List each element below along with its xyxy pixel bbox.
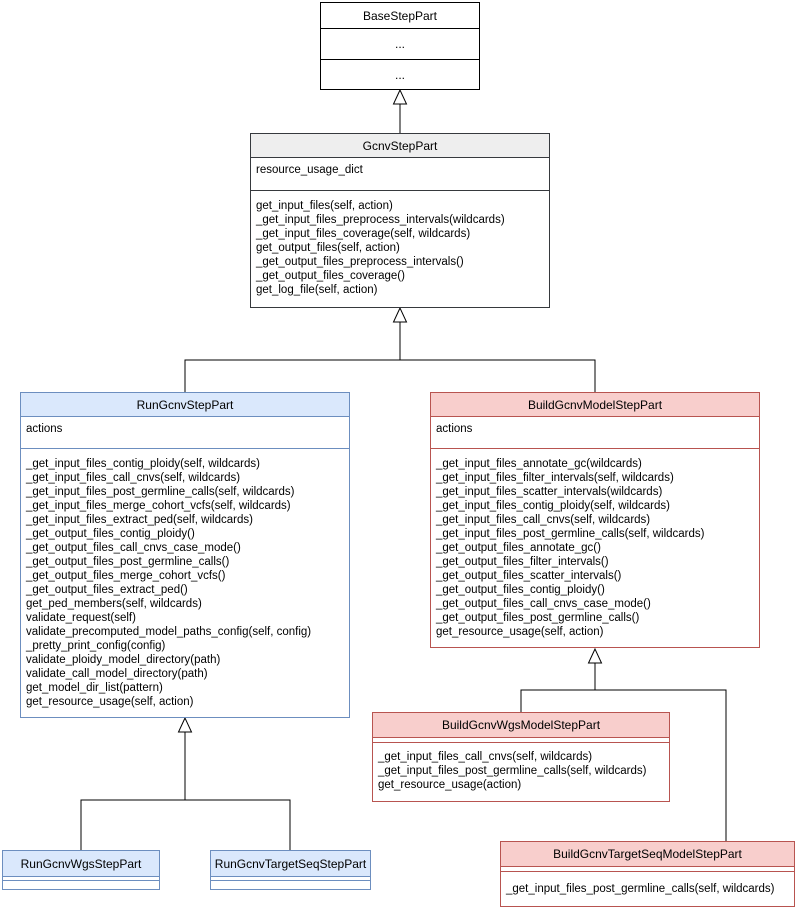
- attribute-item: resource_usage_dict: [256, 164, 363, 176]
- class-title: BaseStepPart: [362, 8, 438, 23]
- class-run-gcnv-step-part: RunGcnvStepPart actions _get_input_files…: [20, 392, 350, 718]
- method-item: _get_output_files_contig_ploidy(): [26, 528, 195, 540]
- method-item: _get_input_files_scatter_intervals(wildc…: [436, 486, 663, 498]
- method-item: _get_input_files_annotate_gc(wildcards): [436, 458, 642, 470]
- class-title: BuildGcnvModelStepPart: [431, 393, 759, 416]
- method-item: validate_precomputed_model_paths_config(…: [26, 626, 312, 638]
- method-item: _get_input_files_merge_cohort_vcfs(self,…: [26, 500, 291, 512]
- attributes-compartment: [211, 876, 370, 880]
- method-item: _get_input_files_post_germline_calls(sel…: [436, 528, 705, 540]
- methods-compartment: _get_input_files_post_germline_calls(sel…: [501, 871, 794, 906]
- class-title: RunGcnvStepPart: [21, 393, 349, 416]
- method-item: _get_input_files_post_germline_calls(sel…: [26, 486, 295, 498]
- methods-compartment: _get_input_files_contig_ploidy(self, wil…: [21, 448, 349, 717]
- method-item: _get_input_files_call_cnvs(self, wildcar…: [26, 472, 241, 484]
- method-item: get_resource_usage(self, action): [26, 696, 194, 708]
- attribute-item: actions: [436, 423, 473, 435]
- method-item: _get_input_files_extract_ped(self, wildc…: [26, 514, 253, 526]
- attributes-compartment: [501, 866, 794, 871]
- method-item: _get_input_files_filter_intervals(self, …: [436, 472, 674, 484]
- method-item: _get_output_files_preprocess_intervals(): [256, 256, 464, 268]
- method-item: _get_input_files_preprocess_intervals(wi…: [256, 214, 505, 226]
- class-build-gcnv-target-seq-model-step-part: BuildGcnvTargetSeqModelStepPart _get_inp…: [500, 841, 795, 907]
- method-item: get_resource_usage(action): [378, 779, 522, 791]
- method-item: _get_input_files_coverage(self, wildcard…: [256, 228, 471, 240]
- method-item: _get_input_files_post_germline_calls(sel…: [378, 765, 647, 777]
- method-item: _get_output_files_extract_ped(): [26, 584, 188, 596]
- method-item: get_resource_usage(self, action): [436, 626, 604, 638]
- class-run-gcnv-target-seq-step-part: RunGcnvTargetSeqStepPart: [210, 850, 371, 890]
- method-item: validate_ploidy_model_directory(path): [26, 654, 221, 666]
- method-item: _get_output_files_annotate_gc(): [436, 542, 601, 554]
- attributes-compartment: resource_usage_dict: [251, 157, 549, 190]
- methods-compartment: [211, 880, 370, 889]
- class-title: RunGcnvWgsStepPart: [3, 851, 159, 876]
- methods-compartment: get_input_files(self, action) _get_input_…: [251, 190, 549, 307]
- class-run-gcnv-wgs-step-part: RunGcnvWgsStepPart: [2, 850, 160, 890]
- method-item: get_model_dir_list(pattern): [26, 682, 163, 694]
- class-title: GcnvStepPart: [251, 134, 549, 157]
- arrow-children-to-gcnv: [184, 306, 596, 392]
- method-item: get_input_files(self, action): [256, 200, 393, 212]
- method-item: _get_output_files_scatter_intervals(): [436, 570, 622, 582]
- method-item: validate_call_model_directory(path): [26, 668, 208, 680]
- attributes-compartment: ...: [321, 28, 479, 59]
- arrow-gcnv-to-base: [392, 88, 408, 133]
- method-item: _pretty_print_config(config): [26, 640, 166, 652]
- class-title: RunGcnvTargetSeqStepPart: [211, 851, 370, 876]
- methods-compartment: [3, 880, 159, 889]
- method-item: _get_input_files_post_germline_calls(sel…: [506, 883, 775, 895]
- class-base-step-part: BaseStepPart ... ...: [320, 2, 480, 90]
- method-item: _get_input_files_contig_ploidy(self, wil…: [26, 458, 260, 470]
- methods-compartment: _get_input_files_annotate_gc(wildcards) _…: [431, 448, 759, 647]
- class-gcnv-step-part: GcnvStepPart resource_usage_dict get_inp…: [250, 133, 550, 308]
- method-item: _get_output_files_coverage(): [256, 270, 405, 282]
- method-item: _get_output_files_contig_ploidy(): [436, 584, 605, 596]
- class-title: BuildGcnvTargetSeqModelStepPart: [501, 842, 794, 866]
- methods-compartment: ...: [321, 59, 479, 89]
- method-item: _get_output_files_call_cnvs_case_mode(): [26, 542, 241, 554]
- attributes-compartment: [373, 737, 669, 742]
- method-item: _get_output_files_merge_cohort_vcfs(): [26, 570, 226, 582]
- attributes-compartment: [3, 876, 159, 880]
- method-item: _get_input_files_call_cnvs(self, wildcar…: [378, 751, 593, 763]
- attribute-item: actions: [26, 423, 63, 435]
- method-item: get_ped_members(self, wildcards): [26, 598, 202, 610]
- method-item: _get_input_files_contig_ploidy(self, wil…: [436, 500, 670, 512]
- methods-compartment: _get_input_files_call_cnvs(self, wildcar…: [373, 742, 669, 801]
- method-item: _get_output_files_call_cnvs_case_mode(): [436, 598, 651, 610]
- method-item: _get_input_files_call_cnvs(self, wildcar…: [436, 514, 651, 526]
- method-item: get_log_file(self, action): [256, 284, 378, 296]
- class-build-gcnv-model-step-part: BuildGcnvModelStepPart actions _get_inpu…: [430, 392, 760, 648]
- method-item: validate_request(self): [26, 612, 136, 624]
- attributes-compartment: actions: [21, 416, 349, 448]
- method-item: _get_output_files_filter_intervals(): [436, 556, 609, 568]
- method-item: _get_output_files_post_germline_calls(): [26, 556, 230, 568]
- method-item: _get_output_files_post_germline_calls(): [436, 612, 640, 624]
- arrow-children-to-run-gcnv: [80, 716, 291, 850]
- attributes-compartment: actions: [431, 416, 759, 448]
- class-title: BuildGcnvWgsModelStepPart: [373, 713, 669, 737]
- method-item: get_output_files(self, action): [256, 242, 400, 254]
- class-build-gcnv-wgs-model-step-part: BuildGcnvWgsModelStepPart _get_input_fil…: [372, 712, 670, 802]
